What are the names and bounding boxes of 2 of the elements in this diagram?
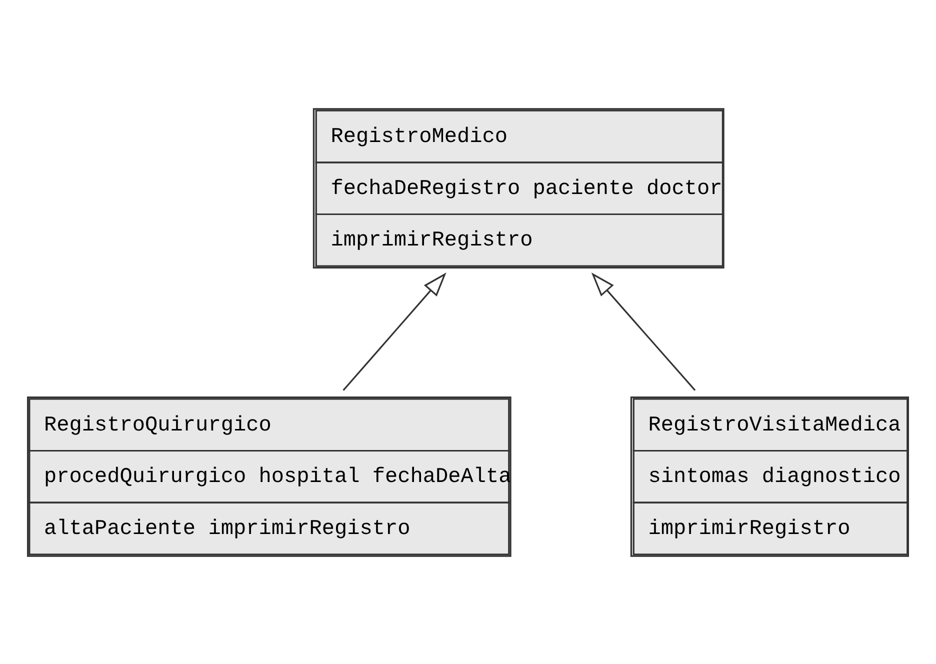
arrow <box>342 272 446 390</box>
arrow <box>591 272 696 390</box>
